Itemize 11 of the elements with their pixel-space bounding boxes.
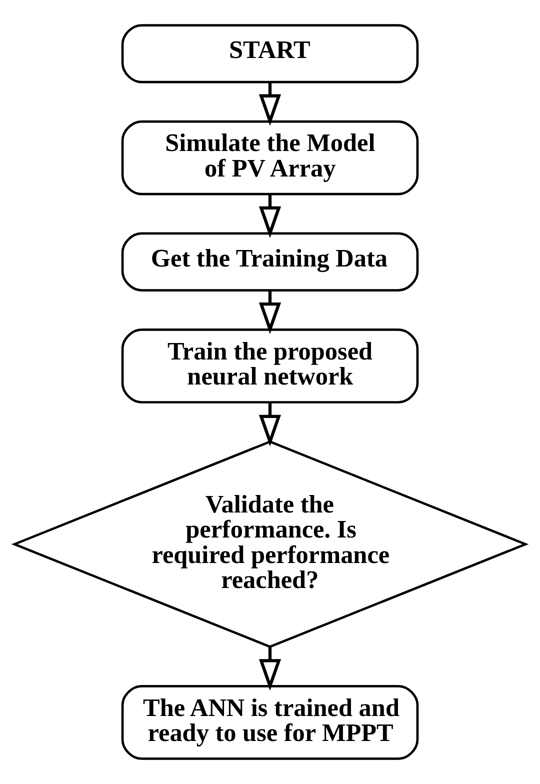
node-box: Simulate the Model of PV Array [121, 120, 419, 196]
node-box: Train the proposed neural network [121, 328, 419, 404]
arrow [258, 647, 282, 691]
node-box: START [121, 24, 419, 84]
node-box: Get the Training Data [121, 232, 419, 292]
node-box: The ANN is trained and ready to use for MPPT [121, 684, 419, 760]
arrow [258, 194, 282, 238]
node-diamond: Validate the performance. Is required performance reached? [11, 440, 529, 648]
arrow [258, 290, 282, 334]
arrow [258, 402, 282, 446]
arrow [258, 82, 282, 126]
